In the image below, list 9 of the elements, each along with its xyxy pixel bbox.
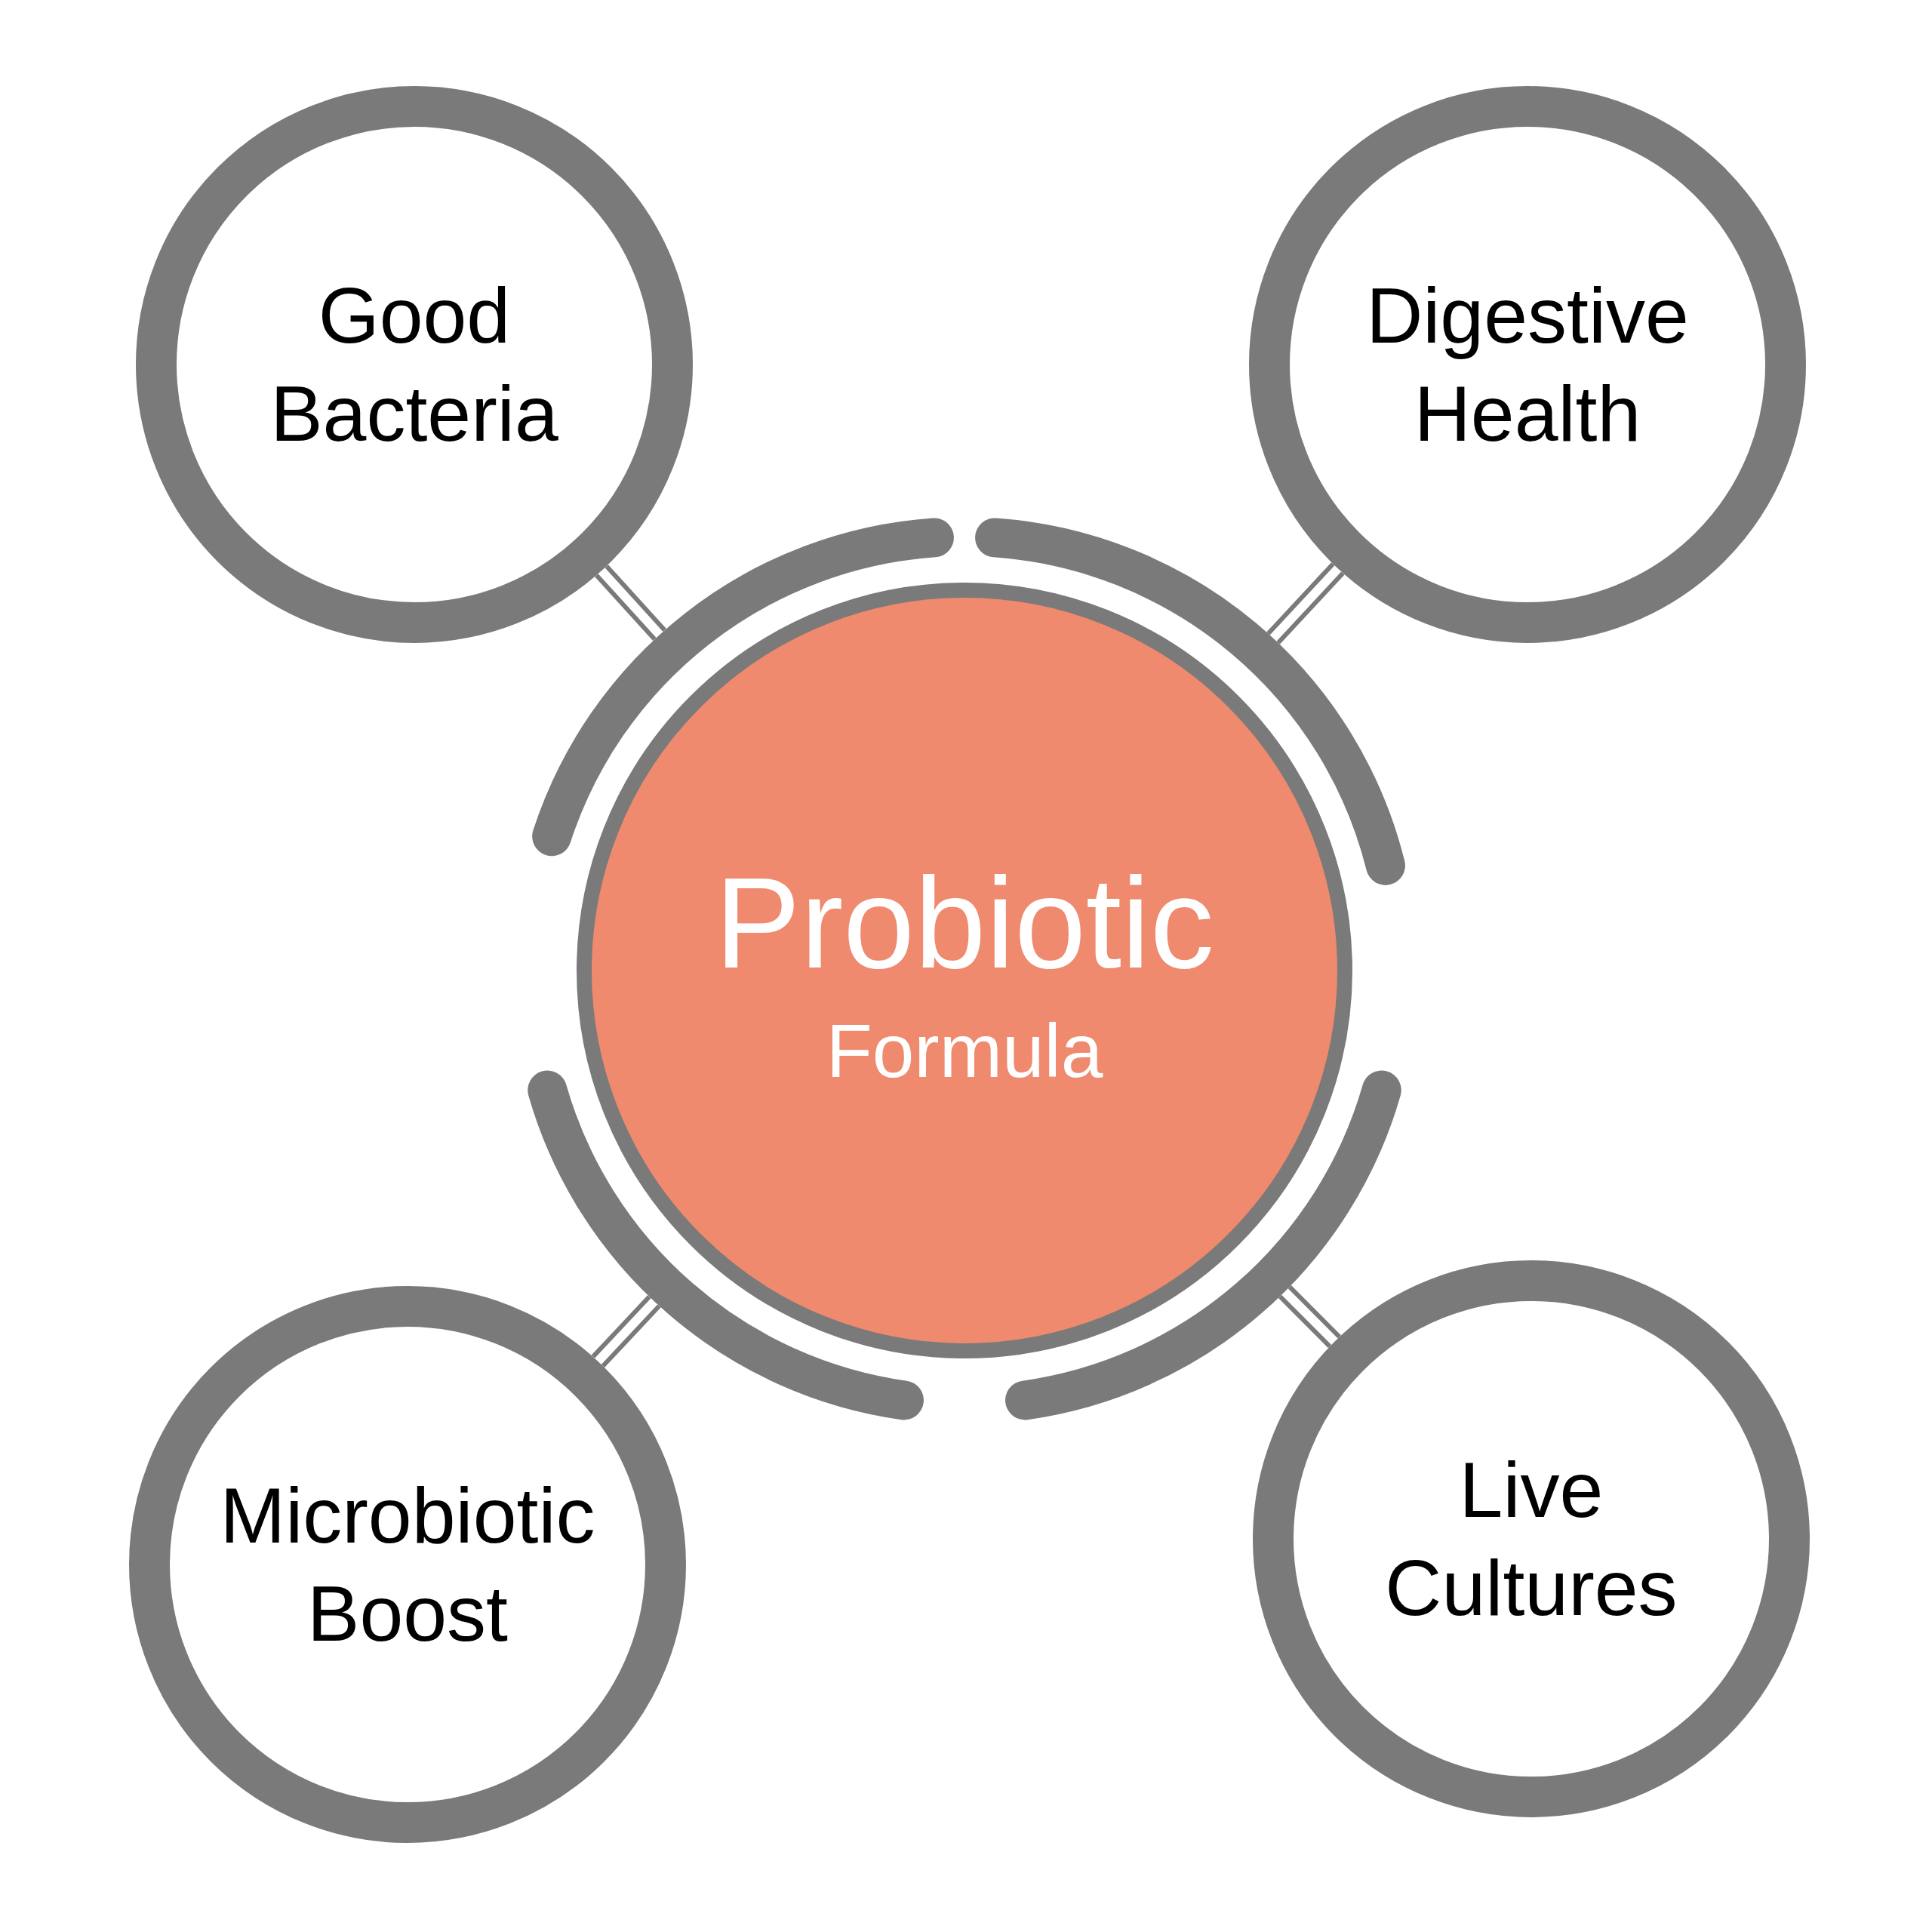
connector-line (594, 564, 667, 642)
topic-label: Microbiotic Boost (219, 1471, 596, 1659)
connector-line (1278, 1284, 1342, 1349)
topic-label: Live Cultures (1384, 1445, 1678, 1633)
center-subtitle: Formula (826, 1007, 1103, 1094)
topic-label: Good Bacteria (269, 271, 559, 459)
center-title: Probiotic (715, 851, 1214, 997)
topic-label: Digestive Health (1365, 271, 1690, 459)
connector-line (1266, 561, 1346, 645)
